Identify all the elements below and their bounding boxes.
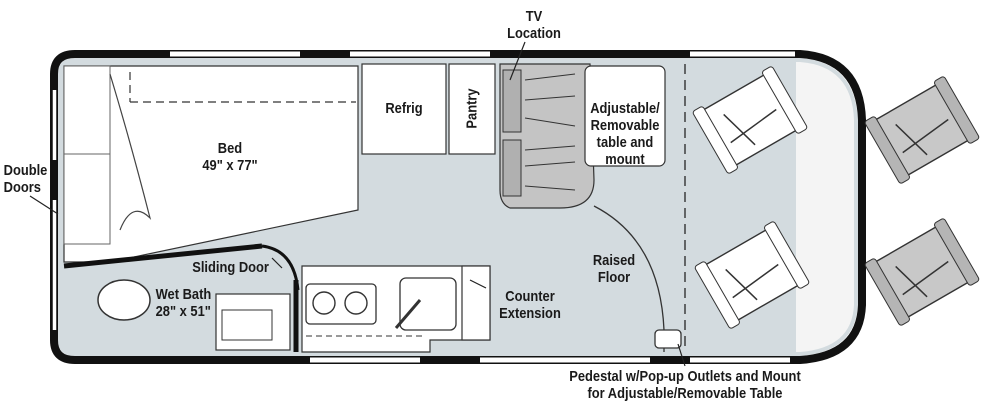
- table-icon: [584, 65, 666, 167]
- dinette-seat-upper: [502, 69, 522, 133]
- burner-left: [312, 291, 336, 315]
- pedestal-line1: Pedestal w/Pop-up Outlets and Mount: [569, 368, 801, 385]
- captain-chair-rotated-icon: [864, 76, 980, 184]
- captain-chair-rotated-icon: [864, 218, 980, 326]
- sink-icon: [399, 277, 457, 331]
- table-label-line1: Adjustable/: [590, 100, 660, 117]
- dinette-seatbelts: [524, 73, 576, 191]
- toilet-icon: [97, 279, 151, 321]
- table-label-line2: Removable: [590, 117, 660, 134]
- wet-bath-line2: 28" x 51": [155, 303, 211, 320]
- bed-label-line1: Bed: [217, 140, 243, 157]
- outer-wall: [50, 50, 866, 364]
- table-label-line3: table and: [596, 134, 654, 151]
- captain-chair-icon: [692, 66, 808, 174]
- bed-pillow-bottom: [63, 153, 111, 245]
- sink-faucet: [394, 299, 422, 329]
- bed-fold-curl: [109, 73, 152, 231]
- counter-extension-label: Counter Extension: [497, 288, 562, 322]
- counter-line2: Extension: [499, 305, 561, 322]
- pedestal-icon: [654, 329, 682, 349]
- raised-floor-line: [593, 205, 665, 352]
- double-doors-line2: Doors: [3, 179, 41, 196]
- captain-chair-icon: [694, 221, 810, 329]
- sliding-door-label: Sliding Door: [192, 259, 269, 276]
- wet-bath-label: Wet Bath 28" x 51": [156, 286, 225, 320]
- refrig-label: Refrig: [385, 100, 423, 117]
- tv-location-line2: Location: [507, 25, 561, 42]
- cab-area: [796, 62, 854, 352]
- pantry-label: Pantry: [463, 88, 481, 129]
- burner-right: [344, 291, 368, 315]
- raised-floor-line1: Raised: [592, 252, 636, 269]
- table-label-line4: mount: [605, 151, 645, 168]
- refrigerator-icon: [361, 63, 447, 155]
- counter-line1: Counter: [505, 288, 555, 305]
- windows: [51, 51, 795, 363]
- double-doors-label: Double Doors: [4, 162, 49, 196]
- pedestal-label: Pedestal w/Pop-up Outlets and Mount for …: [560, 368, 809, 402]
- shower-sink-basin: [221, 309, 273, 341]
- double-doors-line1: Double: [3, 162, 48, 179]
- counter-extension: [461, 265, 491, 341]
- raised-floor-label: Raised Floor: [588, 252, 640, 286]
- wet-bath-line1: Wet Bath: [155, 286, 212, 303]
- bed-pillow-top: [63, 65, 111, 155]
- raised-floor-line2: Floor: [597, 269, 631, 286]
- tv-location-line1: TV: [525, 8, 543, 25]
- dinette-seat-lower: [502, 139, 522, 197]
- leader-lines: [29, 41, 686, 367]
- tv-location-label: TV Location: [503, 8, 565, 42]
- bed-label: Bed 49" x 77": [196, 140, 265, 174]
- dinette-seat-icon: [499, 63, 595, 209]
- bath-wall: [63, 243, 263, 269]
- pantry-icon: [448, 63, 496, 155]
- pedestal-line2: for Adjustable/Removable Table: [587, 385, 783, 402]
- bed-label-line2: 49" x 77": [202, 157, 258, 174]
- table-label: Adjustable/ Removable table and mount: [586, 100, 663, 168]
